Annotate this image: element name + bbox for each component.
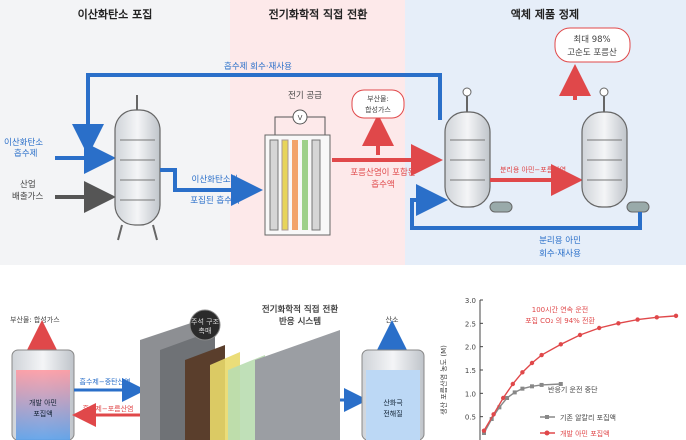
chart-data-point [529, 360, 535, 366]
capture-section-title: 이산화탄소 포집 [78, 7, 153, 21]
tank-right-label-2: 전해질 [383, 409, 402, 418]
chart-data-point [558, 342, 563, 347]
captured-label: 이산화탄소가 [192, 174, 239, 185]
legend-amine: 개발 아민 포집액 [560, 429, 610, 438]
chart-data-point [481, 428, 487, 433]
tank-left-label: 개발 아민 [29, 398, 57, 407]
chart-ylabel: 생산 포름산염 농도 (M) [439, 345, 448, 415]
chart-data-point [616, 321, 621, 326]
anolyte-tank [361, 349, 425, 440]
legend-marker-alkaline [545, 415, 549, 419]
separation-column-1 [444, 87, 513, 213]
flue-gas-label: 산업 [20, 179, 36, 190]
byproduct-label: 부산물: [367, 94, 389, 103]
chart-data-point [505, 396, 510, 400]
power-wire-right [307, 116, 326, 135]
chart-data-point [520, 370, 525, 375]
tank-right-label: 산화극 [383, 398, 403, 407]
chart-data-point [512, 390, 517, 395]
electrolyzer-stack [264, 134, 331, 236]
chart-ytick-label: 3.0 [465, 297, 476, 305]
chart-data-point [654, 315, 659, 320]
chart-yticks: 0.5 1.0 1.5 2.0 2.5 3.0 [465, 297, 483, 422]
chart-series-line [483, 315, 677, 432]
absorber-column [114, 95, 161, 241]
amine-tank [11, 349, 75, 440]
absorbent-recycle-label: 흡수제 회수·재사용 [224, 61, 292, 72]
reactor-stack [140, 320, 340, 440]
chart-data-point [510, 381, 515, 387]
captured-label-2: 포집된 흡수액 [190, 195, 240, 206]
chart-legend: 기존 알칼리 포집액 개발 아민 포집액 [540, 413, 616, 438]
result-bubble [554, 27, 631, 63]
power-wire-left [274, 116, 293, 135]
chart-series [481, 313, 679, 435]
separation-label: 분리용 아민−포름산염 [500, 165, 566, 174]
result-label: 최대 98% [573, 34, 610, 45]
legend-marker-amine [544, 430, 550, 436]
amine-recycle-label: 분리용 아민 [539, 235, 581, 246]
chart-data-point [501, 395, 506, 401]
captured-absorbent-arrow [160, 168, 263, 206]
chart-data-point [530, 384, 534, 389]
system-title: 전기화학적 직접 전환 [262, 304, 338, 315]
chart-ytick-label: 1.0 [465, 390, 476, 398]
bicarbonate-label: 흡수제−중탄산염 [80, 377, 131, 386]
chart-ytick-label: 1.5 [465, 367, 476, 375]
catalyst-image [189, 309, 221, 341]
chart-ytick-label: 2.5 [465, 320, 476, 328]
bottom-byproduct-label: 부산물: 합성가스 [10, 315, 60, 324]
separation-column-2 [581, 87, 650, 213]
formate-label: 포름산염이 포함된 [350, 167, 415, 178]
chart-ytick-label: 0.5 [465, 414, 476, 422]
co2-absorbent-label: 이산화탄소 [4, 137, 43, 148]
flue-gas-label-2: 배출가스 [12, 191, 43, 202]
result-label-2: 고순도 포름산 [567, 47, 617, 58]
power-supply-label: 전기 공급 [288, 90, 322, 101]
absorbent-recycle-arrow [72, 73, 442, 156]
chart-annotation-2: 포집 CO₂ 의 94% 전환 [525, 316, 595, 325]
chart-data-point [491, 412, 496, 417]
conversion-section-title: 전기화학적 직접 전환 [269, 7, 368, 21]
chart-ytick-label: 2.0 [465, 344, 476, 352]
tank-left-label-2: 포집액 [33, 409, 52, 418]
chart-data-point [597, 325, 602, 331]
chart-data-point [577, 332, 583, 338]
catalyst-label: 주석 구조 [191, 317, 220, 326]
chart-data-point [558, 382, 563, 386]
chart-data-point [497, 405, 502, 410]
formate-return-label: 흡수제−포름산염 [83, 404, 134, 413]
formate-concentration-chart: 생산 포름산염 농도 (M) 0.5 1.0 1.5 2.0 2.5 3.0 100시간 … [439, 297, 679, 440]
amine-recycle-label-2: 회수·재사용 [539, 249, 581, 259]
co2-absorbent-label-2: 흡수제 [14, 148, 37, 159]
byproduct-label-2: 합성가스 [365, 105, 391, 114]
formate-label-2: 흡수액 [371, 179, 394, 190]
purification-section-title: 액체 제품 정제 [511, 7, 579, 21]
system-title-2: 반응 시스템 [279, 316, 321, 327]
chart-data-point [539, 382, 544, 387]
voltmeter-symbol: V [298, 114, 303, 122]
chart-annotation: 100시간 연속 운전 [532, 305, 588, 314]
legend-alkaline: 기존 알칼리 포집액 [560, 413, 616, 422]
catalyst-label-2: 촉매 [199, 326, 212, 335]
amine-recycle-arrow [410, 184, 642, 230]
chart-stop-note: 반응기 운전 중단 [548, 385, 598, 394]
chart-data-point [489, 417, 494, 421]
chart-data-point [673, 313, 679, 319]
chart-data-point [482, 431, 486, 435]
chart-data-point [539, 352, 544, 358]
oxygen-label: 산소 [386, 315, 399, 324]
chart-data-point [635, 317, 640, 322]
byproduct-bubble [351, 89, 405, 119]
chart-data-point [520, 386, 525, 391]
